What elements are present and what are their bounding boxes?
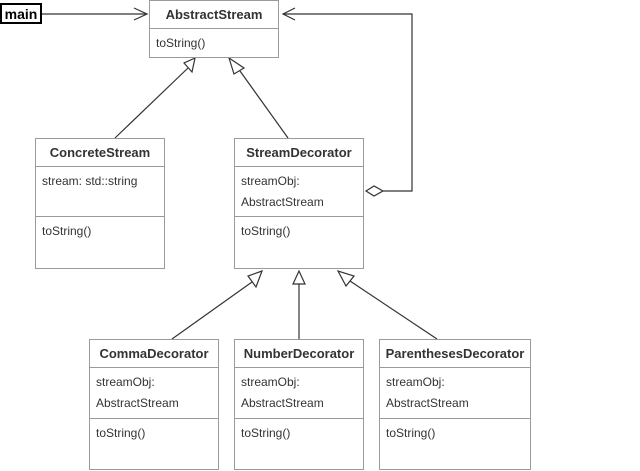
- attribute: AbstractStream: [96, 396, 179, 410]
- inheritance-commadecorator: [171, 281, 253, 340]
- inheritance-streamdecorator: [239, 70, 289, 139]
- attribute: streamObj:: [96, 375, 155, 389]
- inheritance-triangle: [227, 56, 246, 75]
- method-section: toString(): [380, 418, 530, 469]
- aggregation-streamobj: [283, 13, 413, 192]
- inheritance-concretestream: [114, 67, 189, 139]
- method: toString(): [241, 224, 291, 238]
- attribute: AbstractStream: [386, 396, 469, 410]
- method-section: toString(): [36, 216, 164, 268]
- open-arrow-head: [281, 7, 296, 21]
- inheritance-triangle: [336, 269, 356, 288]
- open-arrow-head: [133, 7, 149, 21]
- inheritance-triangle: [292, 269, 306, 285]
- attribute: streamObj:: [386, 375, 445, 389]
- method: toString(): [42, 224, 92, 238]
- class-numberdecorator[interactable]: NumberDecorator streamObj: AbstractStrea…: [234, 339, 364, 470]
- attribute: stream: std::string: [42, 174, 138, 188]
- class-name: CommaDecorator: [99, 346, 209, 361]
- method-section: toString(): [90, 418, 218, 469]
- attribute-section: stream: std::string: [36, 166, 164, 216]
- method-section: toString(): [150, 28, 278, 59]
- class-name: ParenthesesDecorator: [385, 346, 525, 361]
- attribute: streamObj:: [241, 375, 300, 389]
- method-section: toString(): [235, 216, 363, 268]
- class-abstractstream[interactable]: AbstractStream toString(): [149, 0, 279, 58]
- attribute: AbstractStream: [241, 195, 324, 209]
- inheritance-triangle: [247, 270, 264, 289]
- attribute-section: streamObj: AbstractStream: [380, 367, 530, 418]
- class-name: NumberDecorator: [243, 346, 355, 361]
- class-parenthesesdecorator[interactable]: ParenthesesDecorator streamObj: Abstract…: [379, 339, 531, 470]
- aggregation-diamond: [364, 185, 385, 197]
- attribute-section: streamObj: AbstractStream: [235, 367, 363, 418]
- method-section: toString(): [235, 418, 363, 469]
- attribute: streamObj:: [241, 174, 300, 188]
- method: toString(): [386, 426, 436, 440]
- method: toString(): [96, 426, 146, 440]
- main-actor[interactable]: main: [0, 3, 42, 24]
- class-name: AbstractStream: [165, 7, 263, 22]
- attribute-section: streamObj: AbstractStream: [235, 166, 363, 216]
- class-name: StreamDecorator: [246, 145, 352, 160]
- inheritance-triangle: [183, 56, 196, 74]
- class-concretestream[interactable]: ConcreteStream stream: std::string toStr…: [35, 138, 165, 269]
- attribute-section: streamObj: AbstractStream: [90, 367, 218, 418]
- class-streamdecorator[interactable]: StreamDecorator streamObj: AbstractStrea…: [234, 138, 364, 269]
- method: toString(): [241, 426, 291, 440]
- inheritance-parenthesesdecorator: [349, 280, 438, 340]
- class-commadecorator[interactable]: CommaDecorator streamObj: AbstractStream…: [89, 339, 219, 470]
- attribute: AbstractStream: [241, 396, 324, 410]
- class-name: ConcreteStream: [49, 145, 151, 160]
- method: toString(): [156, 36, 206, 50]
